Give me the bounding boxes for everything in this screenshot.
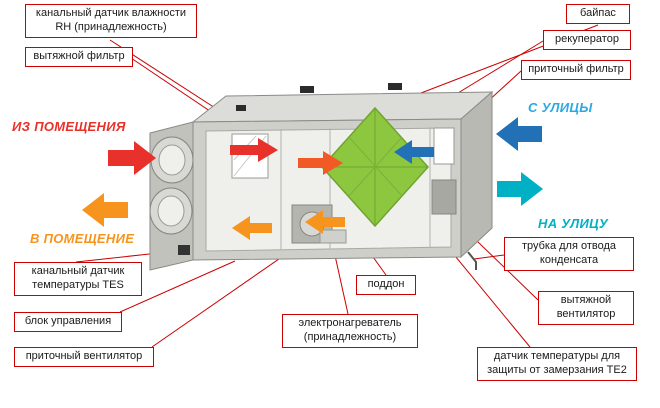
flow-label-to-outside: НА УЛИЦУ bbox=[538, 216, 608, 231]
callout-humidity-sensor-label: канальный датчик влажности RH (принадлеж… bbox=[35, 7, 187, 33]
supply-after-exchanger-arrow bbox=[305, 210, 345, 234]
connector-control-unit bbox=[119, 260, 236, 313]
external-airflow-arrows bbox=[82, 117, 543, 227]
flow-label-to-room: В ПОМЕЩЕНИЕ bbox=[30, 231, 135, 246]
callout-frost-sensor-te2: датчик температуры для защиты от замерза… bbox=[477, 347, 637, 381]
interior-airflow-arrows bbox=[230, 138, 434, 240]
to-room-arrow bbox=[82, 193, 128, 227]
into-exchanger-arrow bbox=[298, 151, 343, 175]
outside-into-exchanger-arrow bbox=[394, 140, 434, 164]
duct-spigot-top-inner bbox=[158, 144, 186, 176]
callout-drain-pan: поддон bbox=[356, 275, 416, 295]
callout-supply-fan-label: приточный вентилятор bbox=[25, 350, 143, 362]
callout-humidity-sensor: канальный датчик влажности RH (принадлеж… bbox=[25, 4, 197, 38]
exchanger-stripe-2 bbox=[348, 136, 403, 197]
callout-supply-filter-label: приточный фильтр bbox=[528, 63, 624, 75]
extract-fan-body bbox=[431, 179, 457, 215]
from-room-arrow bbox=[108, 141, 156, 175]
callout-electric-heater-label: электронагреватель (принадлежность) bbox=[298, 317, 402, 343]
callout-supply-filter: приточный фильтр bbox=[521, 60, 631, 80]
callout-extract-fan: вытяжной вентилятор bbox=[538, 291, 634, 325]
callout-temp-sensor-tes-label: канальный датчик температуры TES bbox=[31, 265, 125, 291]
callout-extract-fan-label: вытяжной вентилятор bbox=[556, 294, 616, 320]
top-handle-left bbox=[300, 86, 314, 93]
callout-control-unit: блок управления bbox=[14, 312, 122, 332]
unit-right-face bbox=[460, 90, 493, 259]
callout-control-unit-label: блок управления bbox=[24, 315, 112, 327]
top-handle-right bbox=[388, 83, 402, 90]
flow-label-from-outside: С УЛИЦЫ bbox=[528, 100, 593, 115]
callout-recuperator: рекуператор bbox=[543, 30, 631, 50]
callout-extract-filter-label: вытяжной фильтр bbox=[33, 50, 125, 62]
duct-spigot-bottom-inner bbox=[157, 195, 185, 227]
callout-temp-sensor-tes: канальный датчик температуры TES bbox=[14, 262, 142, 296]
callout-supply-fan: приточный вентилятор bbox=[14, 347, 154, 367]
callout-frost-sensor-te2-label: датчик температуры для защиты от замерза… bbox=[487, 350, 627, 376]
callout-bypass-label: байпас bbox=[580, 7, 616, 19]
top-knob bbox=[236, 105, 246, 111]
electric-heater-block bbox=[319, 229, 347, 244]
supply-to-duct-arrow bbox=[232, 216, 272, 240]
supply-filter-block bbox=[433, 127, 455, 165]
callout-drain-pan-label: поддон bbox=[367, 278, 405, 290]
callout-condensate-tube: трубка для отвода конденсата bbox=[504, 237, 634, 271]
callout-bypass: байпас bbox=[566, 4, 630, 24]
condensate-tube-shape bbox=[467, 251, 477, 270]
extract-air-arrow bbox=[230, 138, 278, 162]
tes-sensor-block bbox=[178, 245, 190, 255]
callout-extract-filter: вытяжной фильтр bbox=[25, 47, 133, 67]
callout-recuperator-label: рекуператор bbox=[555, 33, 619, 45]
connector-condensate-tube bbox=[473, 254, 505, 260]
to-outside-arrow bbox=[497, 172, 543, 206]
from-outside-arrow bbox=[496, 117, 542, 151]
flow-label-from-room: ИЗ ПОМЕЩЕНИЯ bbox=[12, 119, 126, 134]
callout-electric-heater: электронагреватель (принадлежность) bbox=[282, 314, 418, 348]
callout-condensate-tube-label: трубка для отвода конденсата bbox=[521, 240, 617, 266]
connector-supply-fan bbox=[151, 242, 303, 348]
